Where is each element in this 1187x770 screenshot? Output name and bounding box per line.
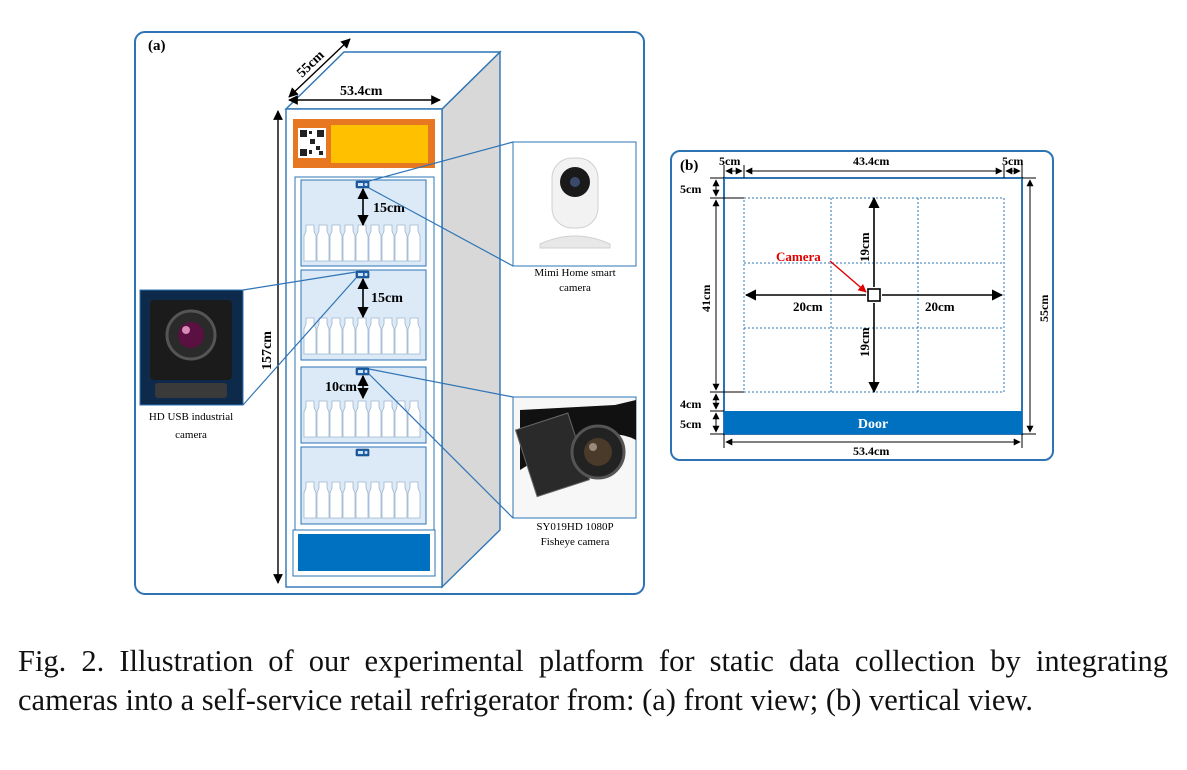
dist-right-label: 20cm [925, 299, 955, 314]
gap-label-2: 15cm [371, 291, 403, 306]
mimi-camera-label-2: camera [559, 282, 591, 294]
bottles-row-1 [303, 224, 421, 262]
inner-width-label: 43.4cm [853, 154, 889, 168]
bottles-row-2 [303, 317, 421, 355]
industrial-camera-callout-2 [242, 277, 357, 406]
height-label: 157cm [260, 331, 275, 370]
bottles-row-4 [303, 481, 421, 519]
door-label: Door [858, 417, 888, 432]
camera-icon-lower [355, 367, 370, 376]
right-dimensions [1022, 177, 1036, 435]
depth-arrow [288, 38, 351, 98]
fridge-top-view [723, 177, 1023, 435]
left-dimensions [710, 177, 744, 435]
margin-left-label: 5cm [719, 154, 740, 168]
caption-text: Fig. 2. Illustration of our experimental… [18, 644, 1168, 717]
bottom-dimensions [723, 434, 1023, 448]
gap-label-1: 15cm [373, 201, 405, 216]
door-bar [724, 411, 1022, 434]
dist-down-label: 19cm [857, 327, 872, 357]
figure-diagram: (a) [134, 31, 1054, 595]
base-blue-panel [298, 534, 430, 571]
mimi-camera-callout-2 [368, 187, 514, 267]
dist-left-label: 20cm [793, 299, 823, 314]
fisheye-camera-callout-1 [368, 368, 514, 398]
width-label: 53.4cm [340, 84, 383, 99]
camera-marker [867, 288, 881, 302]
qr-pattern [300, 130, 324, 156]
panel-b-label: (b) [680, 158, 698, 174]
bottles-row-3 [303, 400, 421, 438]
gap-above-door-label: 4cm [680, 397, 701, 411]
top-dimensions [723, 165, 1023, 178]
camera-icon-top [355, 180, 370, 189]
industrial-camera-label-1: HD USB industrial [149, 411, 233, 423]
fisheye-camera-callout-2 [368, 373, 514, 519]
display-screen [331, 125, 428, 163]
inner-height-label: 41cm [699, 285, 713, 312]
dist-up-label: 19cm [857, 232, 872, 262]
mimi-camera-callout-1 [368, 141, 514, 182]
camera-icon-middle [355, 270, 370, 279]
total-width-label: 53.4cm [853, 444, 889, 458]
fridge-side [441, 50, 501, 589]
fisheye-camera-label-1: SY019HD 1080P [536, 521, 613, 533]
margin-top-label: 5cm [680, 182, 701, 196]
camera-label: Camera [776, 249, 821, 264]
total-depth-label: 55cm [1037, 295, 1051, 322]
industrial-camera-label-2: camera [175, 429, 207, 441]
margin-right-label: 5cm [1002, 154, 1023, 168]
mimi-camera-label-1: Mimi Home smart [534, 267, 615, 279]
gap-label-3: 10cm [325, 380, 357, 395]
camera-pointer [829, 260, 867, 293]
figure-caption: Fig. 2. Illustration of our experimental… [18, 642, 1168, 720]
industrial-camera-callout-1 [242, 271, 357, 291]
panel-a: (a) [134, 31, 645, 595]
fisheye-camera-label-2: Fisheye camera [541, 536, 610, 548]
panel-b: (b) Door Camera 19cm 19cm 20cm 20cm [670, 150, 1054, 461]
door-depth-label: 5cm [680, 417, 701, 431]
panel-a-label: (a) [148, 38, 166, 54]
camera-icon-bottom [355, 448, 370, 457]
